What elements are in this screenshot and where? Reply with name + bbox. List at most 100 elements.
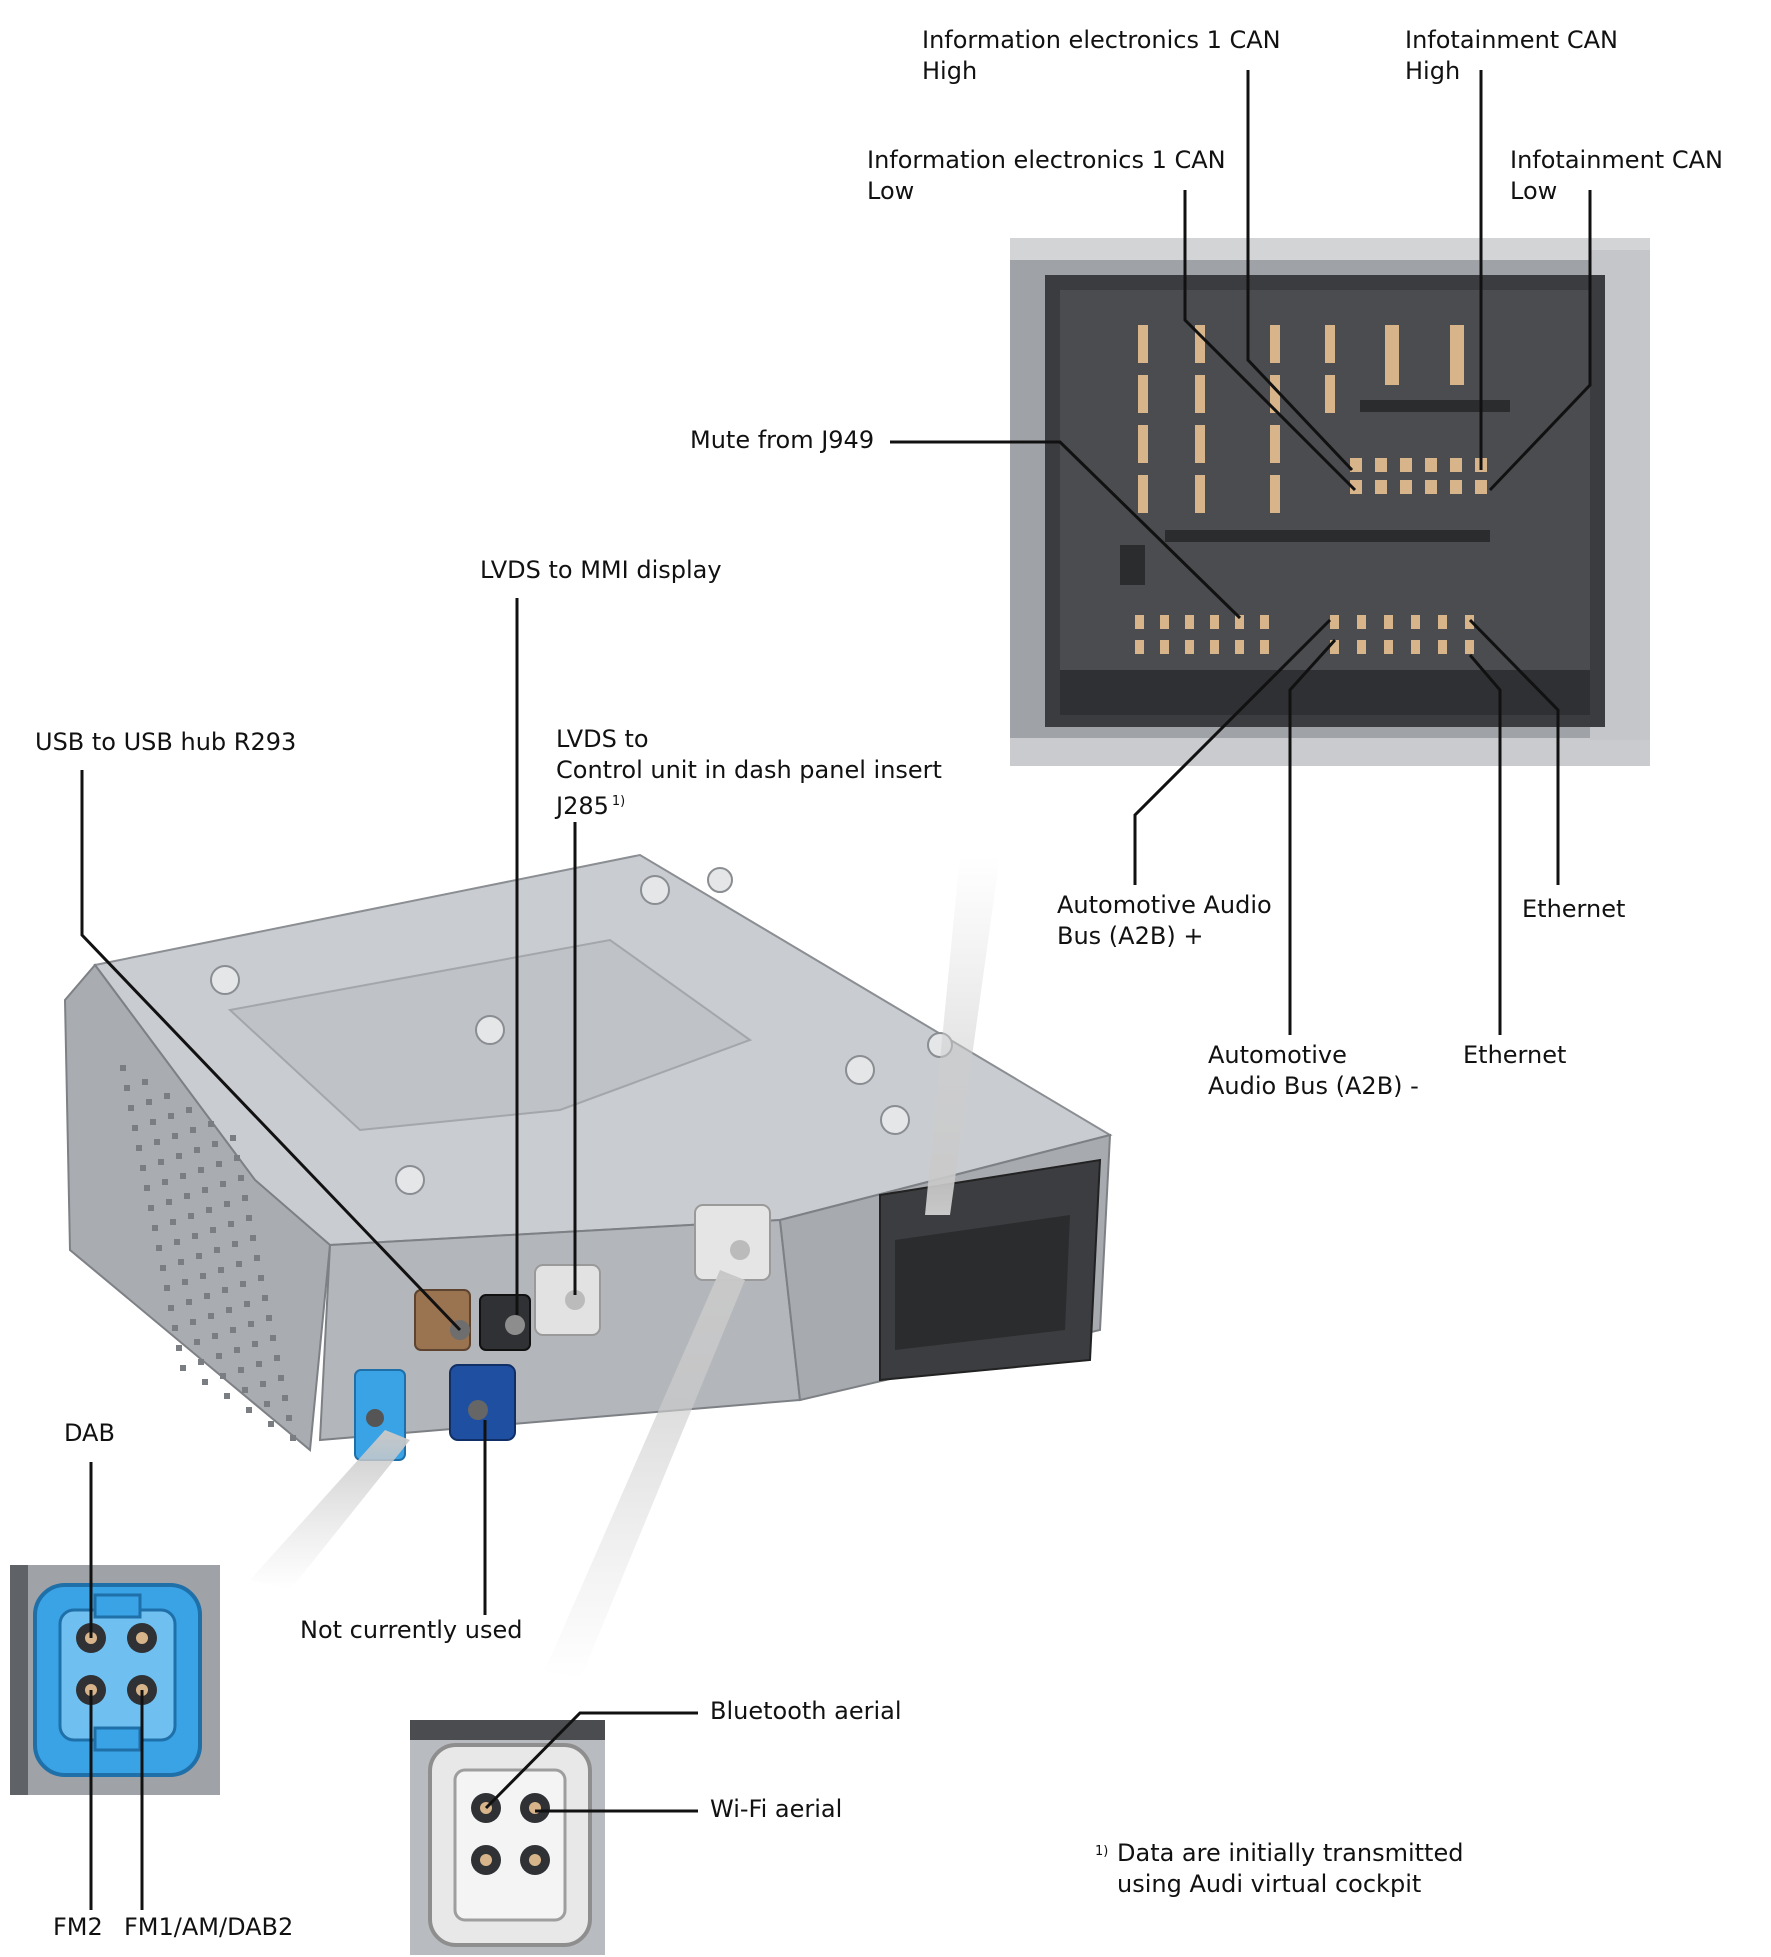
connector-pin bbox=[1138, 325, 1148, 363]
label-info-can-high: Information electronics 1 CAN High bbox=[922, 26, 1281, 85]
vent-hole bbox=[162, 1179, 168, 1185]
connector-pin bbox=[1210, 615, 1219, 629]
label-not-used: Not currently used bbox=[300, 1616, 523, 1644]
footnote-marker: 1) bbox=[1095, 1844, 1109, 1859]
connector-pin bbox=[1411, 615, 1420, 629]
vent-hole bbox=[250, 1235, 256, 1241]
leader-info-can-high bbox=[1246, 70, 1354, 472]
vent-hole bbox=[190, 1127, 196, 1133]
vent-hole bbox=[240, 1281, 246, 1287]
connector-pin bbox=[1260, 615, 1269, 629]
vent-hole bbox=[156, 1245, 162, 1251]
vent-hole bbox=[222, 1287, 228, 1293]
vent-hole bbox=[180, 1365, 186, 1371]
connector-pin bbox=[1475, 480, 1487, 494]
vent-hole bbox=[264, 1401, 270, 1407]
vent-hole bbox=[218, 1267, 224, 1273]
connector-pin bbox=[1357, 640, 1366, 654]
label-a2b-minus: Automotive Audio Bus (A2B) - bbox=[1208, 1041, 1419, 1100]
vent-hole bbox=[176, 1153, 182, 1159]
connector-pin bbox=[1438, 615, 1447, 629]
vent-hole bbox=[120, 1065, 126, 1071]
vent-hole bbox=[164, 1093, 170, 1099]
vent-hole bbox=[274, 1355, 280, 1361]
leader-a2b-plus bbox=[1133, 618, 1332, 885]
vent-hole bbox=[210, 1227, 216, 1233]
vent-hole bbox=[226, 1307, 232, 1313]
connector-pin bbox=[1195, 425, 1205, 463]
leader-ethernet-1 bbox=[1468, 618, 1560, 885]
vent-hole bbox=[172, 1325, 178, 1331]
vent-hole bbox=[192, 1233, 198, 1239]
connector-pin bbox=[1450, 480, 1462, 494]
vent-hole bbox=[158, 1159, 164, 1165]
label-dab: DAB bbox=[64, 1419, 115, 1447]
vent-hole bbox=[220, 1181, 226, 1187]
vent-hole bbox=[242, 1387, 248, 1393]
vent-hole bbox=[220, 1373, 226, 1379]
footnote-line1: Data are initially transmitted bbox=[1117, 1839, 1464, 1867]
leader-infotainment-can-low bbox=[1488, 190, 1592, 492]
label-infotainment-can-high: Infotainment CAN High bbox=[1405, 26, 1618, 85]
pins-lower bbox=[1135, 615, 1474, 654]
vent-hole bbox=[224, 1393, 230, 1399]
vent-hole bbox=[196, 1253, 202, 1259]
connector-pin bbox=[1425, 458, 1437, 472]
vent-hole bbox=[266, 1315, 272, 1321]
connector-pin bbox=[1235, 640, 1244, 654]
label-wifi: Wi-Fi aerial bbox=[710, 1795, 843, 1823]
label-fm1: FM1/AM/DAB2 bbox=[124, 1913, 294, 1941]
vent-hole bbox=[164, 1285, 170, 1291]
vent-hole bbox=[194, 1339, 200, 1345]
connector-pin bbox=[1270, 325, 1280, 363]
vent-hole bbox=[166, 1199, 172, 1205]
vent-hole bbox=[194, 1147, 200, 1153]
connector-pin bbox=[1465, 615, 1474, 629]
connector-pin bbox=[1185, 640, 1194, 654]
vent-hole bbox=[236, 1261, 242, 1267]
vent-hole bbox=[254, 1255, 260, 1261]
vent-hole bbox=[244, 1301, 250, 1307]
vent-hole bbox=[252, 1341, 258, 1347]
vent-hole bbox=[198, 1167, 204, 1173]
connector-pin bbox=[1235, 615, 1244, 629]
vent-hole bbox=[260, 1381, 266, 1387]
leader-info-can-low bbox=[1183, 190, 1357, 492]
vent-hole bbox=[124, 1085, 130, 1091]
vent-hole bbox=[188, 1213, 194, 1219]
label-usb: USB to USB hub R293 bbox=[35, 728, 297, 756]
connector-pin bbox=[1330, 640, 1339, 654]
connector-pin bbox=[1270, 375, 1280, 413]
vent-hole bbox=[208, 1313, 214, 1319]
vent-hole bbox=[186, 1299, 192, 1305]
unit-vent-holes bbox=[120, 1065, 296, 1441]
connector-pin bbox=[1385, 325, 1399, 385]
connector-pin bbox=[1465, 640, 1474, 654]
connector-pin bbox=[1330, 615, 1339, 629]
vent-hole bbox=[216, 1353, 222, 1359]
connector-pin bbox=[1260, 640, 1269, 654]
vent-hole bbox=[246, 1407, 252, 1413]
vent-hole bbox=[224, 1201, 230, 1207]
connector-pin bbox=[1438, 640, 1447, 654]
vent-hole bbox=[202, 1187, 208, 1193]
vent-hole bbox=[160, 1265, 166, 1271]
leader-bluetooth bbox=[484, 1711, 698, 1810]
vent-hole bbox=[232, 1241, 238, 1247]
pins-upper bbox=[1138, 325, 1487, 513]
main-connector-closeup bbox=[1010, 238, 1650, 766]
connector-pin bbox=[1384, 615, 1393, 629]
vent-hole bbox=[234, 1155, 240, 1161]
connector-pin bbox=[1195, 375, 1205, 413]
connector-pin bbox=[1384, 640, 1393, 654]
vent-hole bbox=[230, 1327, 236, 1333]
label-a2b-plus: Automotive Audio Bus (A2B) + bbox=[1057, 891, 1272, 950]
vent-hole bbox=[148, 1205, 154, 1211]
vent-hole bbox=[214, 1247, 220, 1253]
vent-hole bbox=[258, 1275, 264, 1281]
dab-connector-closeup bbox=[10, 1565, 220, 1795]
vent-hole bbox=[238, 1367, 244, 1373]
callout-beams bbox=[250, 855, 1000, 1680]
label-fm2: FM2 bbox=[53, 1913, 103, 1941]
